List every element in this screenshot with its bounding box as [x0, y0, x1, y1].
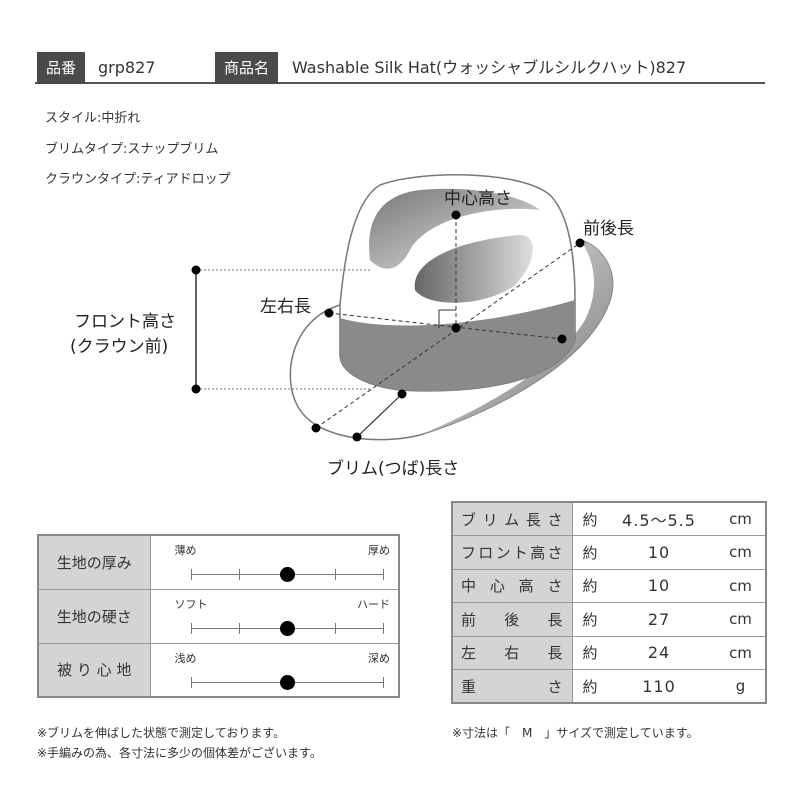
size-value: 10 — [602, 535, 716, 569]
item-number: grp827 — [98, 58, 156, 77]
size-unit: cm — [716, 635, 766, 670]
label-front-back-length: 前後長 — [583, 219, 634, 239]
scale-min-label: 浅め — [174, 651, 197, 665]
size-value: 4.5〜5.5 — [622, 511, 696, 530]
size-key: 前後長 — [452, 602, 573, 636]
scale-max-label: 深め — [368, 651, 390, 665]
size-row: ブリム長さ約 4.5〜5.5 cm — [452, 502, 766, 536]
scale-min-label: ソフト — [174, 597, 208, 611]
size-approx: 約 — [582, 510, 598, 529]
size-unit: cm — [716, 535, 766, 569]
spec-style: スタイル:中折れ — [45, 111, 141, 126]
label-center-height: 中心高さ — [444, 189, 512, 209]
label-front-height-sub: (クラウン前) — [70, 337, 169, 357]
scale-marker — [279, 567, 295, 582]
feel-scale: 浅め 深め — [150, 642, 399, 697]
size-key: ブリム長さ — [452, 502, 573, 536]
size-approx: 約 — [572, 568, 602, 603]
product-name-label: 商品名 — [215, 52, 279, 84]
scale-max-label: 厚め — [368, 544, 390, 557]
hat-diagram — [191, 174, 614, 442]
note-handmade: ※手編みの為、各寸法に多少の個体差がございます。 — [37, 746, 322, 760]
feel-scale: 薄め 厚め — [150, 535, 399, 589]
feel-row-thickness: 生地の厚み 薄め 厚め — [38, 535, 399, 589]
feel-label: 生地の厚み — [38, 535, 151, 589]
product-name: Washable Silk Hat(ウォッシャブルシルクハット)827 — [292, 58, 687, 77]
size-approx: 約 — [572, 602, 602, 636]
size-key: 重さ — [452, 669, 573, 703]
label-front-height: フロント高さ — [74, 312, 176, 332]
scale-min-label: 薄め — [174, 544, 197, 557]
size-key: 左右長 — [452, 635, 573, 670]
feel-row-fit: 被 り 心 地 浅め 深め — [38, 642, 399, 697]
size-unit: cm — [729, 510, 752, 528]
size-key: フロント高さ — [452, 535, 573, 569]
size-key: 中心高さ — [452, 568, 573, 603]
size-value: 27 — [602, 602, 716, 636]
feel-label: 被 り 心 地 — [38, 642, 151, 697]
note-size: ※寸法は「 M 」サイズで測定しています。 — [452, 726, 699, 740]
label-side-length: 左右長 — [260, 297, 311, 317]
size-unit: cm — [716, 568, 766, 603]
size-value: 10 — [602, 568, 716, 603]
size-value: 24 — [602, 635, 716, 670]
size-approx: 約 — [572, 669, 602, 703]
item-number-label: 品番 — [37, 52, 86, 84]
size-approx: 約 — [572, 635, 602, 670]
header-divider — [35, 82, 765, 84]
spec-brim-type: ブリムタイプ:スナップブリム — [45, 142, 219, 157]
spec-crown-type: クラウンタイプ:ティアドロップ — [45, 172, 231, 187]
feel-scale: ソフト ハード — [150, 588, 399, 643]
feel-row-hardness: 生地の硬さ ソフト ハード — [38, 588, 399, 643]
fabric-feel-table: 生地の厚み 薄め 厚め 生地の硬さ ソフト ハード 被 り 心 地 浅め 深め — [37, 534, 400, 698]
note-brim: ※ブリムを伸ばした状態で測定しております。 — [37, 726, 286, 740]
label-brim-length: ブリム(つば)長さ — [327, 459, 460, 479]
scale-max-label: ハード — [357, 597, 390, 611]
scale-marker — [279, 674, 295, 690]
size-approx: 約 — [572, 535, 602, 569]
size-unit: g — [716, 669, 766, 703]
size-value: 110 — [602, 669, 716, 703]
size-unit: cm — [716, 602, 766, 636]
scale-marker — [279, 620, 295, 636]
feel-label: 生地の硬さ — [38, 588, 151, 643]
